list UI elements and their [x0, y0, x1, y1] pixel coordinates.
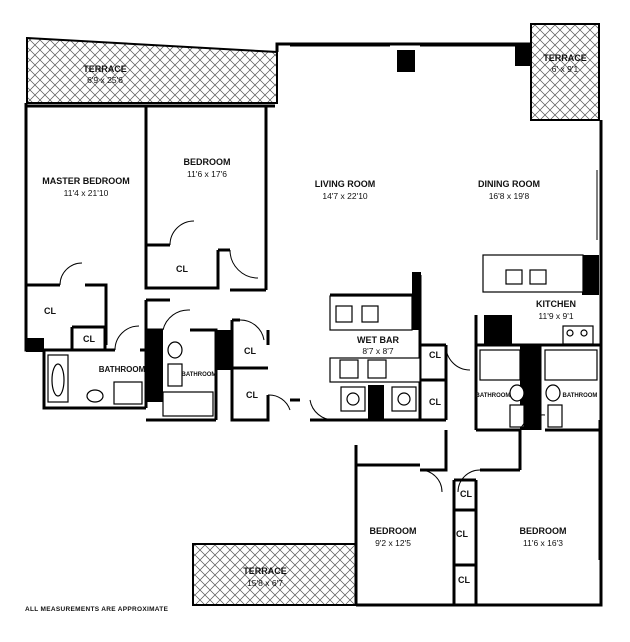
dining-room-name: DINING ROOM	[478, 179, 540, 189]
bathroom-2-name: BATHROOM	[182, 372, 217, 378]
closet-label: CL	[458, 575, 470, 585]
terrace-top-left-name: TERRACE	[83, 64, 127, 74]
wet-bar-name: WET BAR	[357, 335, 399, 345]
closet-label: CL	[244, 346, 256, 356]
terrace-bottom-name: TERRACE	[243, 566, 287, 576]
terrace-bottom-dims: 15'8 x 6'7	[247, 578, 283, 588]
closet-label: CL	[429, 350, 441, 360]
bathroom-3-name: BATHROOM	[476, 393, 511, 399]
exterior-walls	[24, 42, 603, 607]
closet-label: CL	[456, 529, 468, 539]
closet-label: CL	[44, 306, 56, 316]
terrace-top-right-name: TERRACE	[543, 53, 587, 63]
dining-room-dims: 16'8 x 19'8	[489, 191, 530, 201]
master-bedroom-name: MASTER BEDROOM	[42, 176, 130, 186]
closet-label: CL	[460, 489, 472, 499]
closet-label: CL	[176, 264, 188, 274]
terrace-top-right-dims: 6' x 9'1	[552, 64, 579, 74]
bedroom-1-dims: 11'6 x 17'6	[187, 169, 227, 179]
terrace-top-right	[530, 23, 600, 121]
fixtures	[47, 254, 598, 428]
measurements-note: ALL MEASUREMENTS ARE APPROXIMATE	[25, 606, 169, 613]
living-room-dims: 14'7 x 22'10	[322, 191, 368, 201]
terrace-top-left-dims: 6'9 x 25'6	[87, 75, 123, 85]
closet-label: CL	[429, 397, 441, 407]
terrace-bottom	[192, 543, 357, 606]
terrace-top-left	[26, 36, 278, 104]
living-room-name: LIVING ROOM	[315, 179, 376, 189]
door-swings	[59, 220, 546, 493]
bedroom-2-name: BEDROOM	[370, 526, 417, 536]
closet-label: CL	[83, 334, 95, 344]
bedroom-3-dims: 11'6 x 16'3	[523, 538, 563, 548]
windows	[290, 45, 600, 560]
bathroom-main-name: BATHROOM	[99, 365, 146, 374]
master-bedroom-dims: 11'4 x 21'10	[64, 188, 109, 198]
bedroom-2-dims: 9'2 x 12'5	[375, 538, 411, 548]
bedroom-3-name: BEDROOM	[520, 526, 567, 536]
kitchen-name: KITCHEN	[536, 299, 576, 309]
bedroom-1-name: BEDROOM	[184, 157, 231, 167]
kitchen-dims: 11'9 x 9'1	[538, 311, 573, 321]
structural-columns	[26, 44, 599, 430]
bathroom-4-name: BATHROOM	[563, 393, 598, 399]
closet-label: CL	[246, 390, 258, 400]
wet-bar-dims: 8'7 x 8'7	[362, 346, 393, 356]
